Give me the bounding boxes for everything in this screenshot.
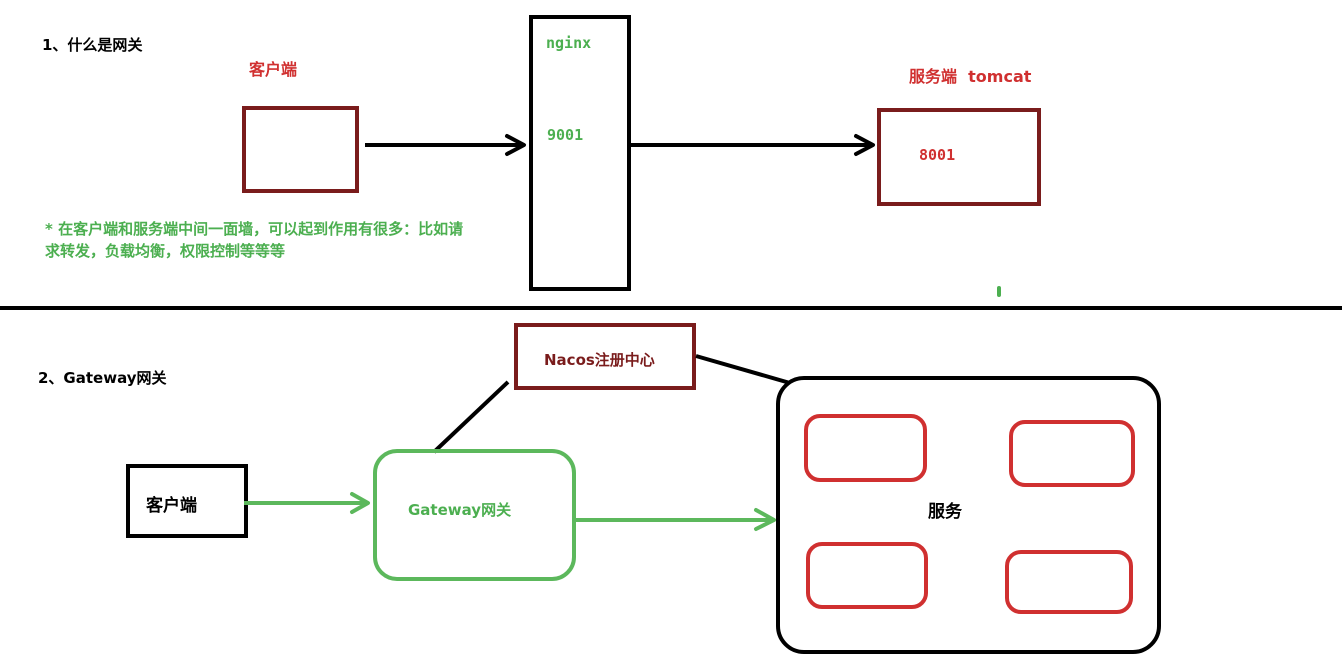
services-label: 服务 xyxy=(928,502,962,522)
arrowhead-gateway-to-services xyxy=(754,508,776,531)
nginx-box xyxy=(529,15,631,291)
client-label: 客户端 xyxy=(249,60,298,79)
server-port: 8001 xyxy=(919,146,956,164)
section1-heading: 1、什么是网关 xyxy=(42,36,143,54)
service-box-3 xyxy=(806,542,928,609)
service-box-1 xyxy=(804,414,927,482)
gateway-box xyxy=(373,449,576,581)
arrowhead-client-to-gateway xyxy=(350,492,370,514)
link-gateway-to-nacos xyxy=(432,380,510,454)
service-box-4 xyxy=(1005,550,1133,614)
gateway-label: Gateway网关 xyxy=(408,501,512,519)
server-box xyxy=(877,108,1041,206)
nacos-box xyxy=(514,323,696,390)
client2-label: 客户端 xyxy=(146,496,197,516)
server-label: 服务端 tomcat xyxy=(909,67,1032,86)
nacos-label: Nacos注册中心 xyxy=(544,351,655,369)
services-container xyxy=(776,376,1161,654)
nginx-port: 9001 xyxy=(547,126,584,144)
link-nacos-to-services xyxy=(695,354,791,385)
gateway-note: * 在客户端和服务端中间一面墙，可以起到作用有很多：比如请求转发，负载均衡，权限… xyxy=(45,220,464,260)
arrowhead-nginx-to-server xyxy=(854,134,875,156)
arrowhead-client-to-nginx xyxy=(505,134,526,156)
nginx-label: nginx xyxy=(546,34,592,52)
section2-heading: 2、Gateway网关 xyxy=(38,369,167,387)
service-box-2 xyxy=(1009,420,1135,487)
client-box xyxy=(242,106,359,193)
